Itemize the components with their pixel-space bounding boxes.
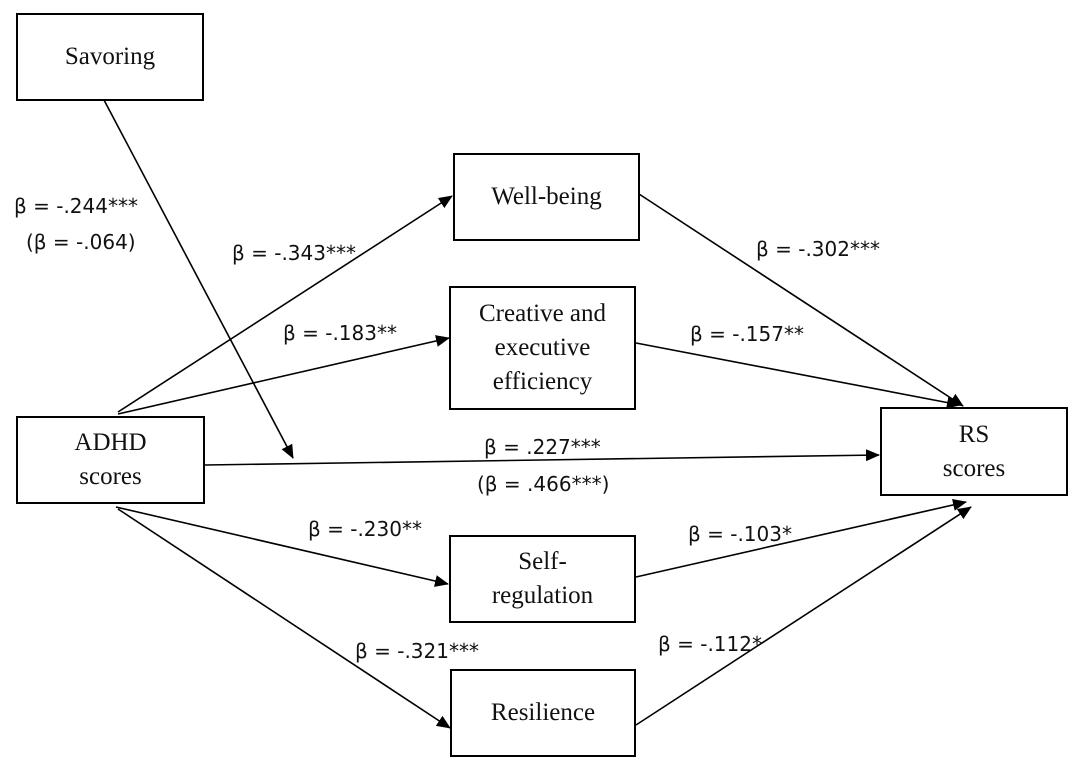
node-rs-scores: RS scores (880, 407, 1068, 496)
node-creative-label: Creative and executive efficiency (478, 300, 607, 395)
node-self-regulation: Self- regulation (449, 535, 636, 623)
arrow-adhd-resilience (117, 508, 451, 729)
node-selfreg-label: Self- regulation (491, 548, 594, 609)
coef-selfreg-rs: β = -.103* (688, 522, 792, 546)
arrow-selfreg-rs (635, 499, 967, 578)
node-rs-label: RS scores (942, 420, 1006, 482)
arrow-adhd-wellbeing (117, 195, 453, 413)
coef-savoring-moderation: β = -.244*** (14, 194, 138, 218)
arrow-wellbeing-rs (638, 193, 964, 407)
coef-savoring-moderation-alt: (β = -.064) (26, 230, 136, 254)
node-resilience: Resilience (450, 669, 636, 757)
coef-adhd-resilience: β = -.321*** (355, 639, 479, 663)
node-wellbeing: Well-being (453, 153, 640, 241)
node-wellbeing-label: Well-being (491, 183, 602, 210)
arrow-creative-rs (635, 342, 961, 409)
coef-adhd-rs-direct: β = .227*** (484, 435, 601, 459)
arrow-adhd-rs (204, 449, 880, 466)
arrow-resilience-rs (635, 506, 972, 726)
coef-wellbeing-rs: β = -.302*** (756, 237, 880, 261)
coef-creative-rs: β = -.157** (690, 322, 804, 346)
coef-adhd-wellbeing: β = -.343*** (232, 241, 356, 265)
coef-adhd-rs-total: (β = .466***) (477, 472, 610, 496)
coef-adhd-creative: β = -.183** (283, 321, 397, 345)
node-creative-executive-efficiency: Creative and executive efficiency (449, 286, 636, 410)
node-savoring: Savoring (16, 13, 204, 101)
coef-resilience-rs: β = -.112* (658, 632, 762, 656)
arrow-adhd-selfreg (115, 506, 449, 587)
node-savoring-label: Savoring (64, 43, 156, 70)
coef-adhd-selfreg: β = -.230** (308, 517, 422, 541)
node-adhd-scores: ADHD scores (16, 416, 205, 504)
arrow-savoring-moderation (103, 99, 294, 459)
arrow-adhd-creative (117, 335, 450, 415)
node-resilience-label: Resilience (490, 699, 596, 726)
node-adhd-label: ADHD scores (74, 429, 147, 490)
